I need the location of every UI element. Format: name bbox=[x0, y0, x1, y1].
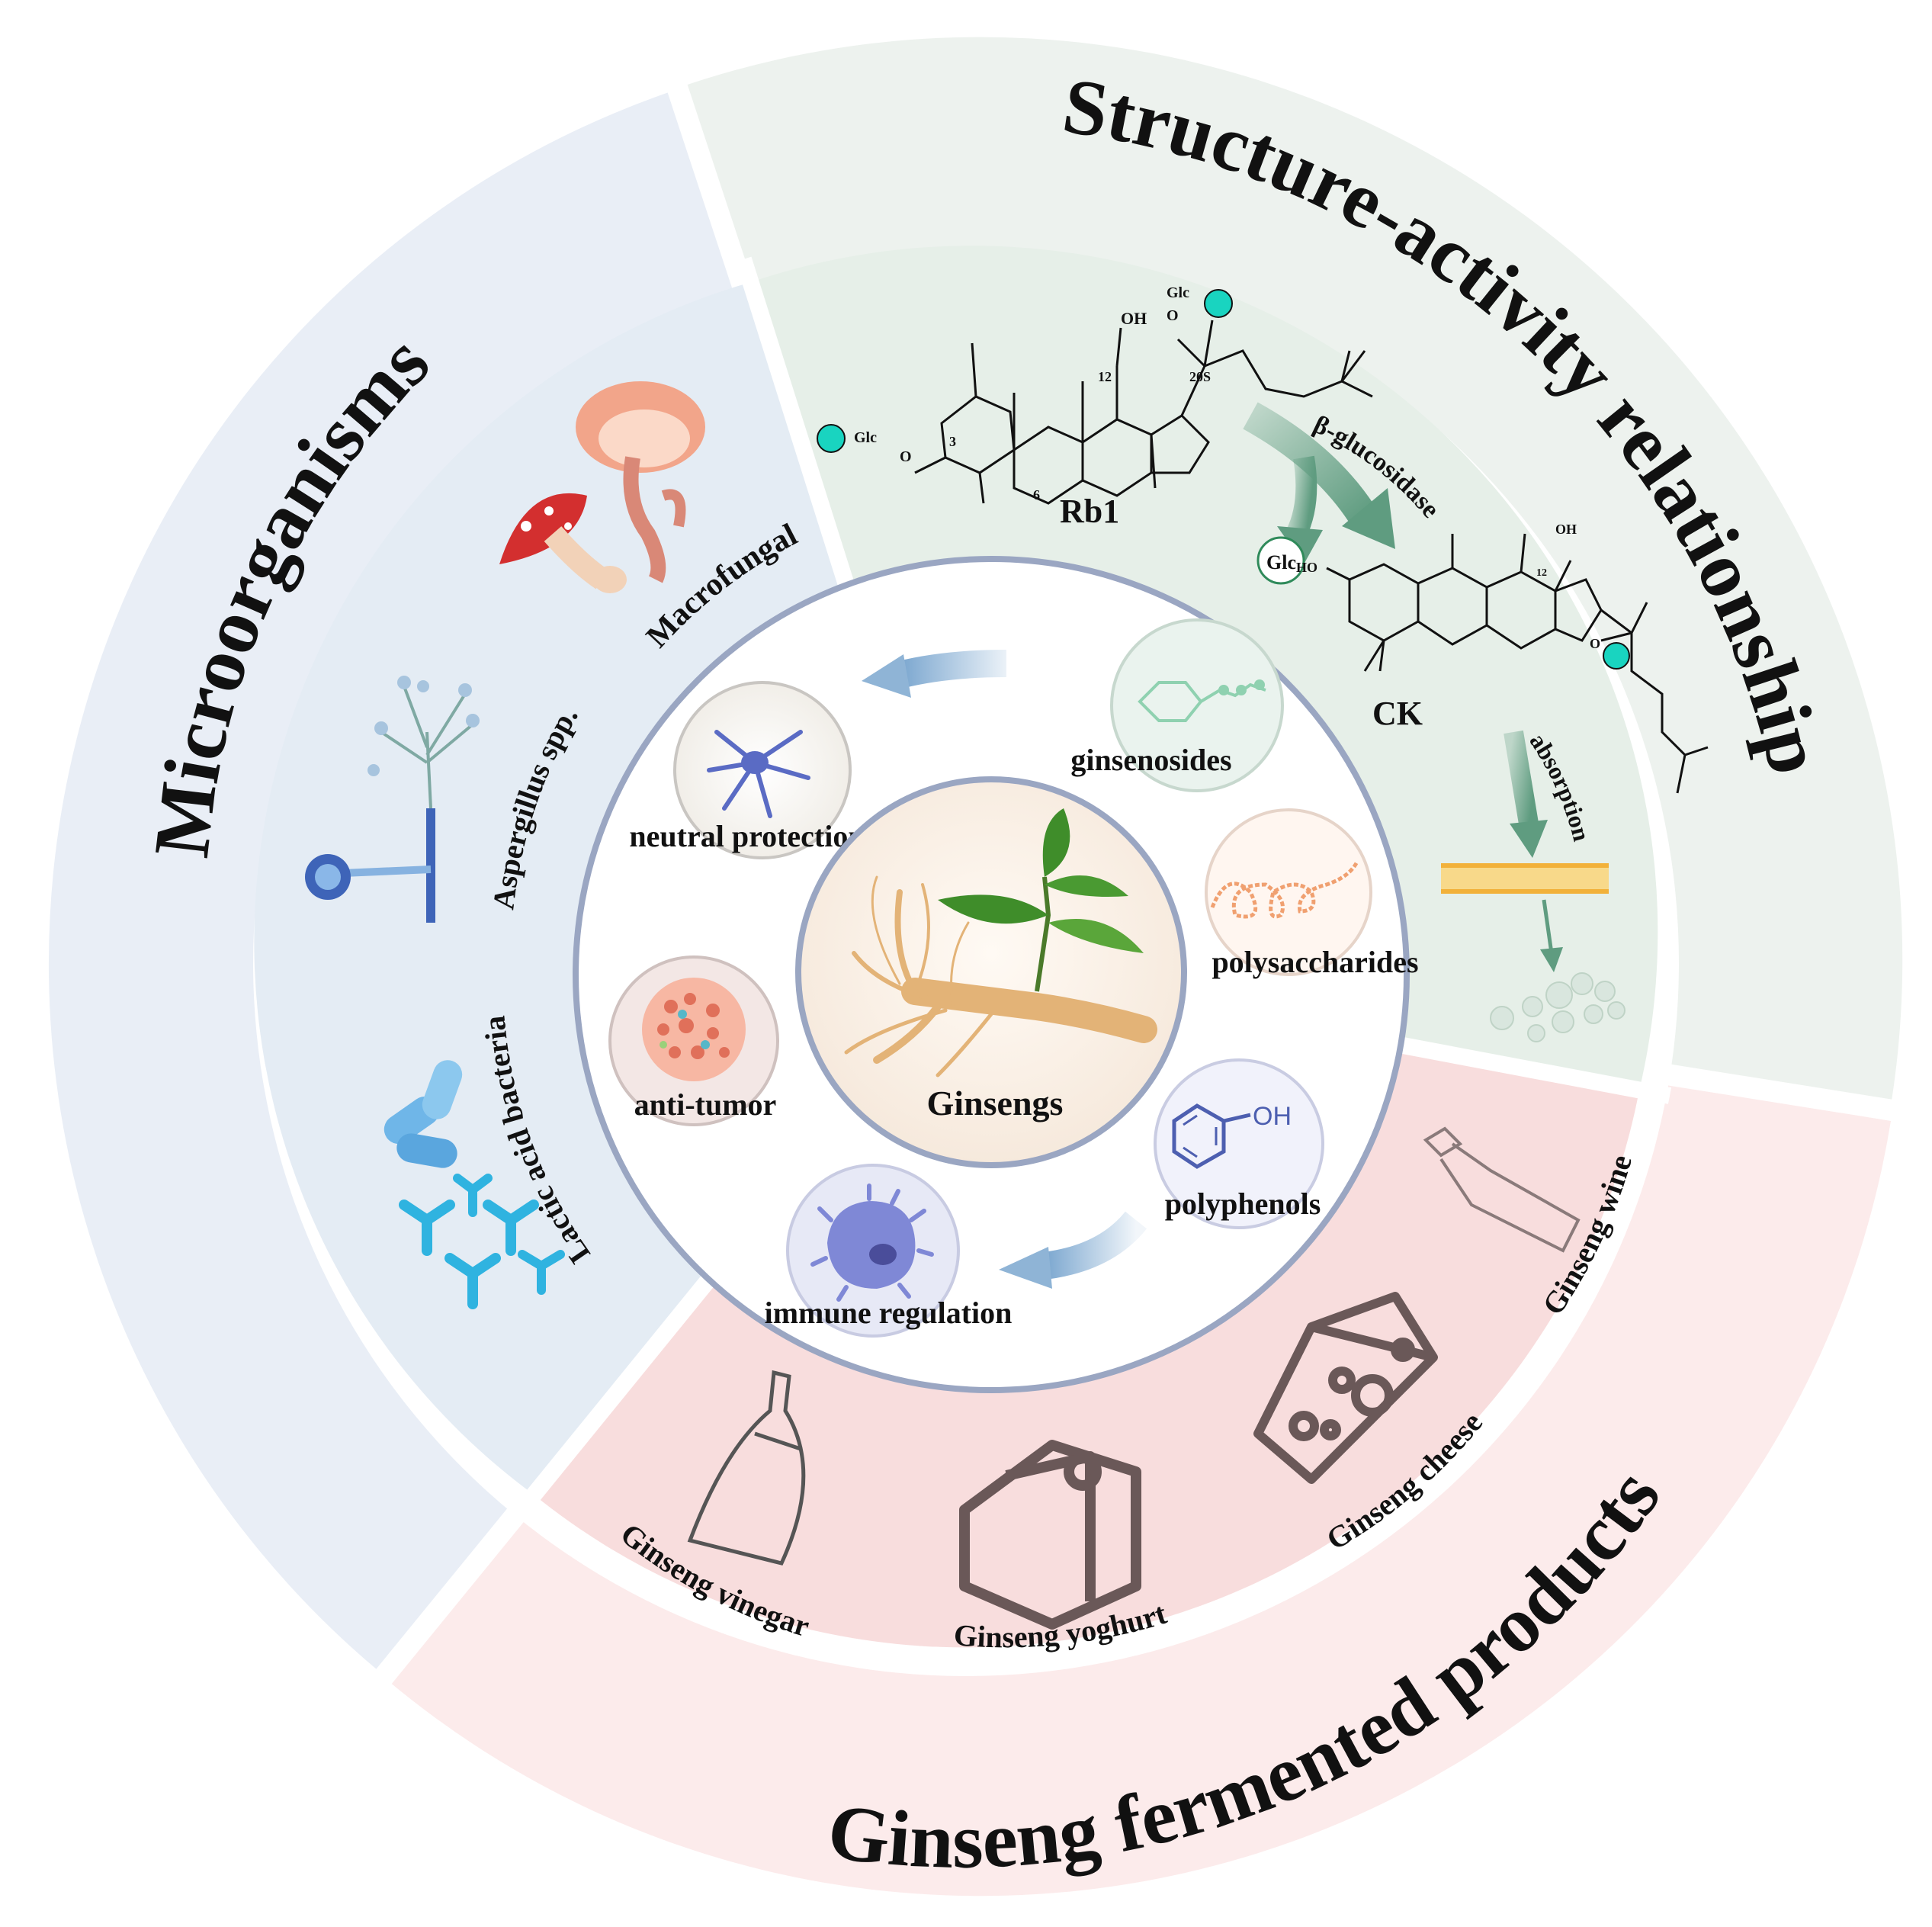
yoghurt-carton-icon bbox=[959, 1440, 1141, 1630]
ck-o: O bbox=[1590, 636, 1600, 651]
rb1-glc-top: Glc bbox=[1167, 284, 1189, 301]
label-immune-regulation: immune regulation bbox=[765, 1296, 1013, 1330]
polyphenols-bubble bbox=[1154, 1058, 1324, 1229]
rb1-oh: OH bbox=[1121, 309, 1147, 328]
conversion-arrow bbox=[1243, 402, 1378, 527]
polysaccharides-bubble bbox=[1205, 808, 1372, 976]
glc-teal-icon bbox=[1603, 642, 1630, 670]
leaf-icon bbox=[1042, 808, 1070, 877]
label-polysaccharides: polysaccharides bbox=[1212, 945, 1418, 979]
macrofungal-illustration bbox=[499, 381, 705, 593]
label-rb1: Rb1 bbox=[1060, 493, 1119, 530]
lactic-bacteria-illustration bbox=[384, 1060, 565, 1309]
cell-membrane bbox=[1441, 863, 1609, 894]
leaf-icon bbox=[1045, 875, 1128, 897]
rb1-structure bbox=[914, 320, 1373, 505]
glc-teal-icon bbox=[1204, 289, 1233, 318]
rb1-glc-chain-left: Glc bbox=[854, 429, 877, 446]
leaf-icon bbox=[1048, 919, 1144, 953]
ck-oh: OH bbox=[1555, 522, 1577, 537]
ginseng-center bbox=[795, 776, 1187, 1168]
vinegar-bottle-icon bbox=[687, 1370, 806, 1566]
absorbed-molecules bbox=[1490, 972, 1626, 1042]
cheese-icon bbox=[1253, 1292, 1438, 1484]
flow-arrow-top bbox=[896, 650, 1007, 689]
rb1-c6: 6 bbox=[1033, 487, 1040, 503]
label-polyphenols: polyphenols bbox=[1165, 1187, 1321, 1221]
aspergillus-illustration bbox=[305, 676, 480, 923]
anti-tumor-bubble bbox=[608, 955, 779, 1126]
ck-c12: 12 bbox=[1536, 567, 1547, 579]
neutral-protection-bubble bbox=[673, 681, 852, 859]
rb1-o-left: O bbox=[900, 448, 912, 465]
flow-arrow-bottom bbox=[1042, 1211, 1147, 1280]
glc-release-arrow bbox=[1286, 455, 1317, 539]
rb1-c20s: 20S bbox=[1189, 369, 1211, 384]
absorption-arrow bbox=[1504, 730, 1539, 826]
label-ginsengs: Ginsengs bbox=[927, 1084, 1064, 1122]
immune-regulation-bubble bbox=[786, 1164, 960, 1338]
ginsenosides-bubble bbox=[1110, 618, 1284, 792]
ck-structure bbox=[1326, 533, 1709, 794]
label-ginsenosides: ginsenosides bbox=[1070, 743, 1231, 777]
label-anti-tumor: anti-tumor bbox=[634, 1087, 777, 1122]
polyphenol-oh: OH bbox=[1253, 1102, 1292, 1131]
glc-teal-icon bbox=[817, 424, 846, 453]
wine-bottle-icon bbox=[1423, 1126, 1581, 1253]
rb1-c3: 3 bbox=[949, 434, 956, 449]
rb1-o-top: O bbox=[1167, 307, 1179, 324]
glc-released-icon bbox=[1256, 536, 1305, 585]
rb1-c12: 12 bbox=[1098, 369, 1112, 384]
glc-released-label: Glc bbox=[1266, 551, 1296, 573]
ck-ho: HO bbox=[1296, 560, 1317, 575]
label-neutral-protection: neutral protection bbox=[629, 819, 865, 853]
leaf-icon bbox=[938, 894, 1048, 924]
label-ck: CK bbox=[1372, 695, 1423, 732]
